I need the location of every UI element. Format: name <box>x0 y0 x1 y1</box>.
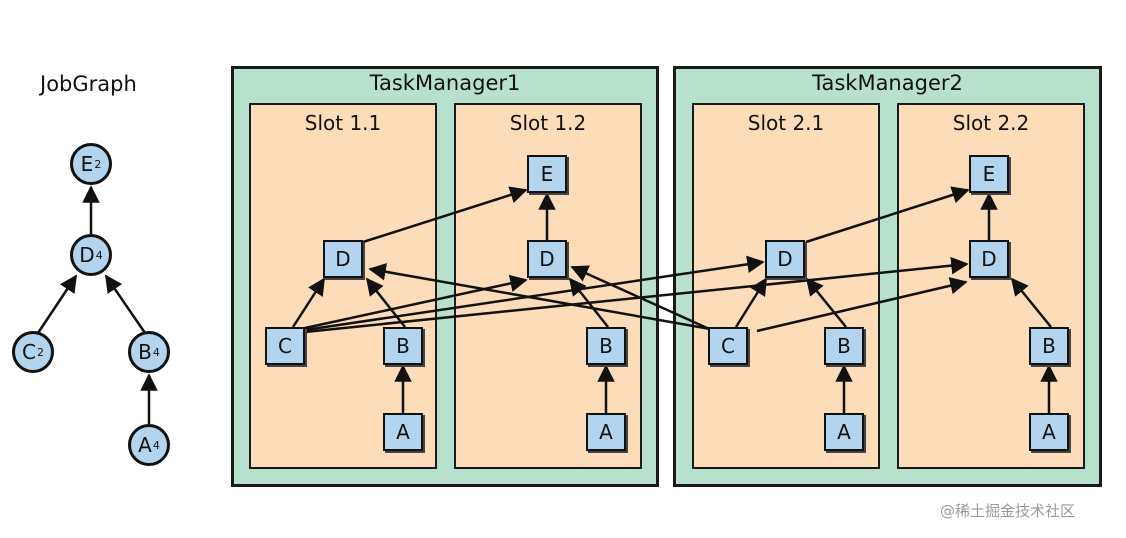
task-s12-e: E <box>527 155 567 193</box>
node-label: D <box>79 243 95 267</box>
node-label: C <box>22 340 36 364</box>
slot-title: Slot 1.1 <box>304 111 382 135</box>
task-s11-b: B <box>383 327 423 365</box>
task-s11-c: C <box>265 327 305 365</box>
task-s12-b: B <box>586 327 626 365</box>
slot-title: Slot 1.2 <box>509 111 587 135</box>
task-s22-b: B <box>1029 327 1069 365</box>
task-s12-d: D <box>527 240 567 278</box>
slot-title: Slot 2.1 <box>747 111 825 135</box>
task-s21-d: D <box>765 240 805 278</box>
slot-title: Slot 2.2 <box>952 111 1030 135</box>
node-parallelism: 2 <box>36 345 44 359</box>
task-s12-a: A <box>586 413 626 451</box>
node-label: E <box>80 152 94 176</box>
node-label: B <box>138 340 152 364</box>
jobgraph-title: JobGraph <box>40 72 137 96</box>
node-label: A <box>138 433 152 457</box>
node-parallelism: 4 <box>95 248 103 262</box>
task-s22-e: E <box>969 155 1009 193</box>
jobgraph-edge-c-d <box>36 274 78 334</box>
watermark: @稀土掘金技术社区 <box>940 502 1076 520</box>
node-parallelism: 2 <box>94 157 102 171</box>
task-s21-b: B <box>824 327 864 365</box>
task-s22-a: A <box>1029 413 1069 451</box>
task-s22-d: D <box>969 240 1009 278</box>
node-parallelism: 4 <box>152 438 160 452</box>
taskmanager-title: TaskManager2 <box>812 71 963 95</box>
task-s11-d: D <box>323 240 363 278</box>
task-s11-a: A <box>383 413 423 451</box>
node-parallelism: 4 <box>152 345 160 359</box>
task-s21-a: A <box>824 413 864 451</box>
task-s21-c: C <box>708 327 748 365</box>
jobgraph-edge-b-d <box>104 274 147 334</box>
taskmanager-title: TaskManager1 <box>369 71 521 95</box>
